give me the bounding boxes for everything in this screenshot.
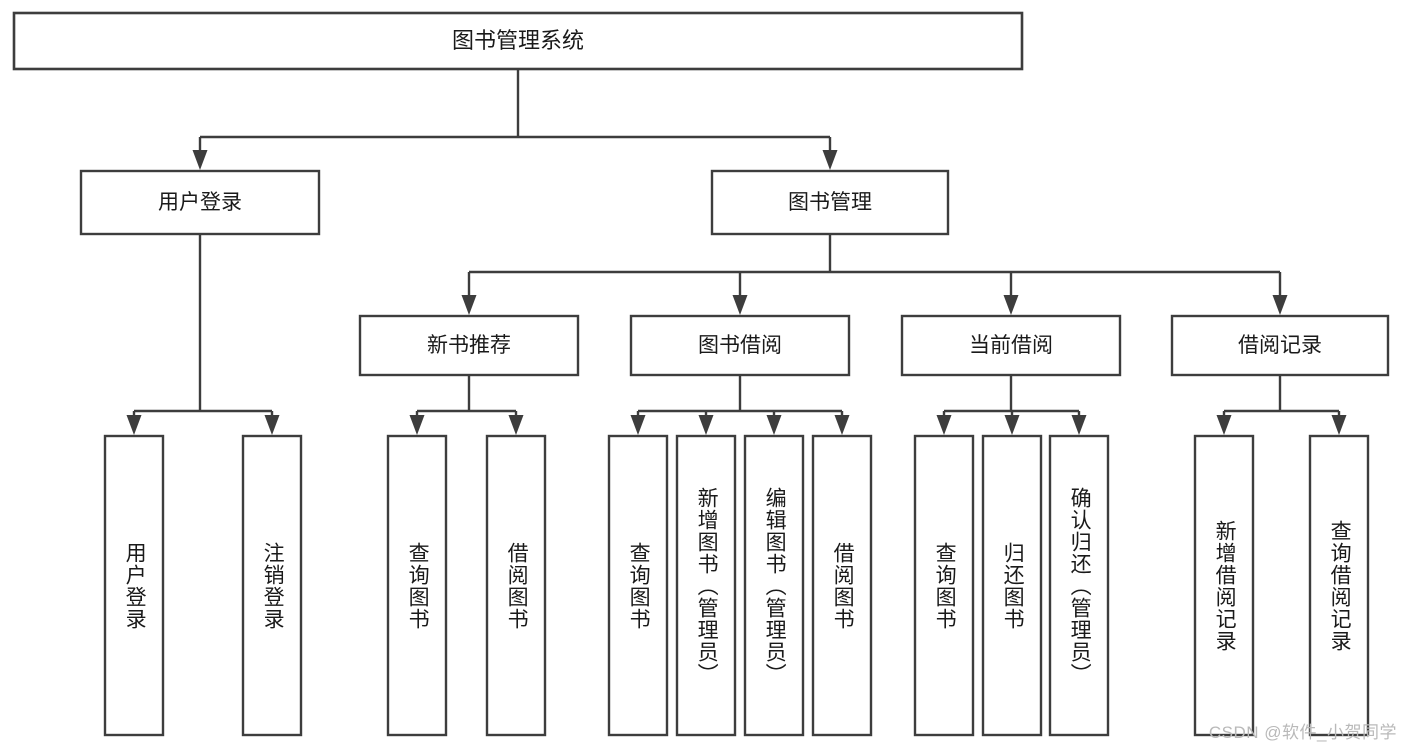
arrow-head-icon — [822, 150, 838, 170]
node-leaf-user-login-box[interactable] — [103, 434, 165, 737]
arrow-head-icon — [1071, 415, 1087, 435]
node-new-book-recommend-label: 新书推荐 — [427, 334, 511, 357]
arrow-head-icon — [732, 295, 748, 315]
node-leaf-query-book-1-box[interactable] — [386, 434, 448, 737]
arrow-head-icon — [1331, 415, 1347, 435]
boxes-layer — [12, 11, 1390, 737]
node-leaf-query-book-3-box[interactable] — [913, 434, 975, 737]
arrow-head-icon — [936, 415, 952, 435]
node-leaf-add-record-box[interactable] — [1193, 434, 1255, 737]
node-leaf-confirm-return-box[interactable] — [1048, 434, 1110, 737]
arrow-head-icon — [1216, 415, 1232, 435]
arrow-head-icon — [630, 415, 646, 435]
node-new-book-recommend-box[interactable] — [358, 314, 580, 377]
arrow-head-icon — [264, 415, 280, 435]
node-user-login-box[interactable] — [79, 169, 321, 236]
node-root-label: 图书管理系统 — [452, 28, 584, 53]
arrow-head-icon — [1004, 415, 1020, 435]
arrow-head-icon — [1272, 295, 1288, 315]
connectors-layer — [126, 69, 1347, 435]
node-book-management-label: 图书管理 — [788, 191, 872, 214]
node-book-borrow-box[interactable] — [629, 314, 851, 377]
node-leaf-borrow-book-2-box[interactable] — [811, 434, 873, 737]
csdn-watermark: CSDN @软件_小贺同学 — [1208, 723, 1397, 742]
node-root-box[interactable] — [12, 11, 1024, 71]
arrow-head-icon — [461, 295, 477, 315]
arrow-head-icon — [698, 415, 714, 435]
arrow-head-icon — [1003, 295, 1019, 315]
arrow-head-icon — [766, 415, 782, 435]
arrow-head-icon — [126, 415, 142, 435]
arrow-head-icon — [508, 415, 524, 435]
node-borrow-record-label: 借阅记录 — [1238, 334, 1322, 357]
node-book-management-box[interactable] — [710, 169, 950, 236]
node-leaf-return-book-box[interactable] — [981, 434, 1043, 737]
node-borrow-record-box[interactable] — [1170, 314, 1390, 377]
arrow-head-icon — [834, 415, 850, 435]
node-leaf-edit-book-box[interactable] — [743, 434, 805, 737]
node-leaf-logout-box[interactable] — [241, 434, 303, 737]
node-book-borrow-label: 图书借阅 — [698, 334, 782, 357]
node-user-login-label: 用户登录 — [158, 191, 242, 214]
node-current-borrow-label: 当前借阅 — [969, 334, 1053, 357]
arrow-head-icon — [192, 150, 208, 170]
node-leaf-query-book-2-box[interactable] — [607, 434, 669, 737]
node-current-borrow-box[interactable] — [900, 314, 1122, 377]
node-leaf-query-record-box[interactable] — [1308, 434, 1370, 737]
node-leaf-borrow-book-1-box[interactable] — [485, 434, 547, 737]
node-leaf-add-book-box[interactable] — [675, 434, 737, 737]
arrow-head-icon — [409, 415, 425, 435]
